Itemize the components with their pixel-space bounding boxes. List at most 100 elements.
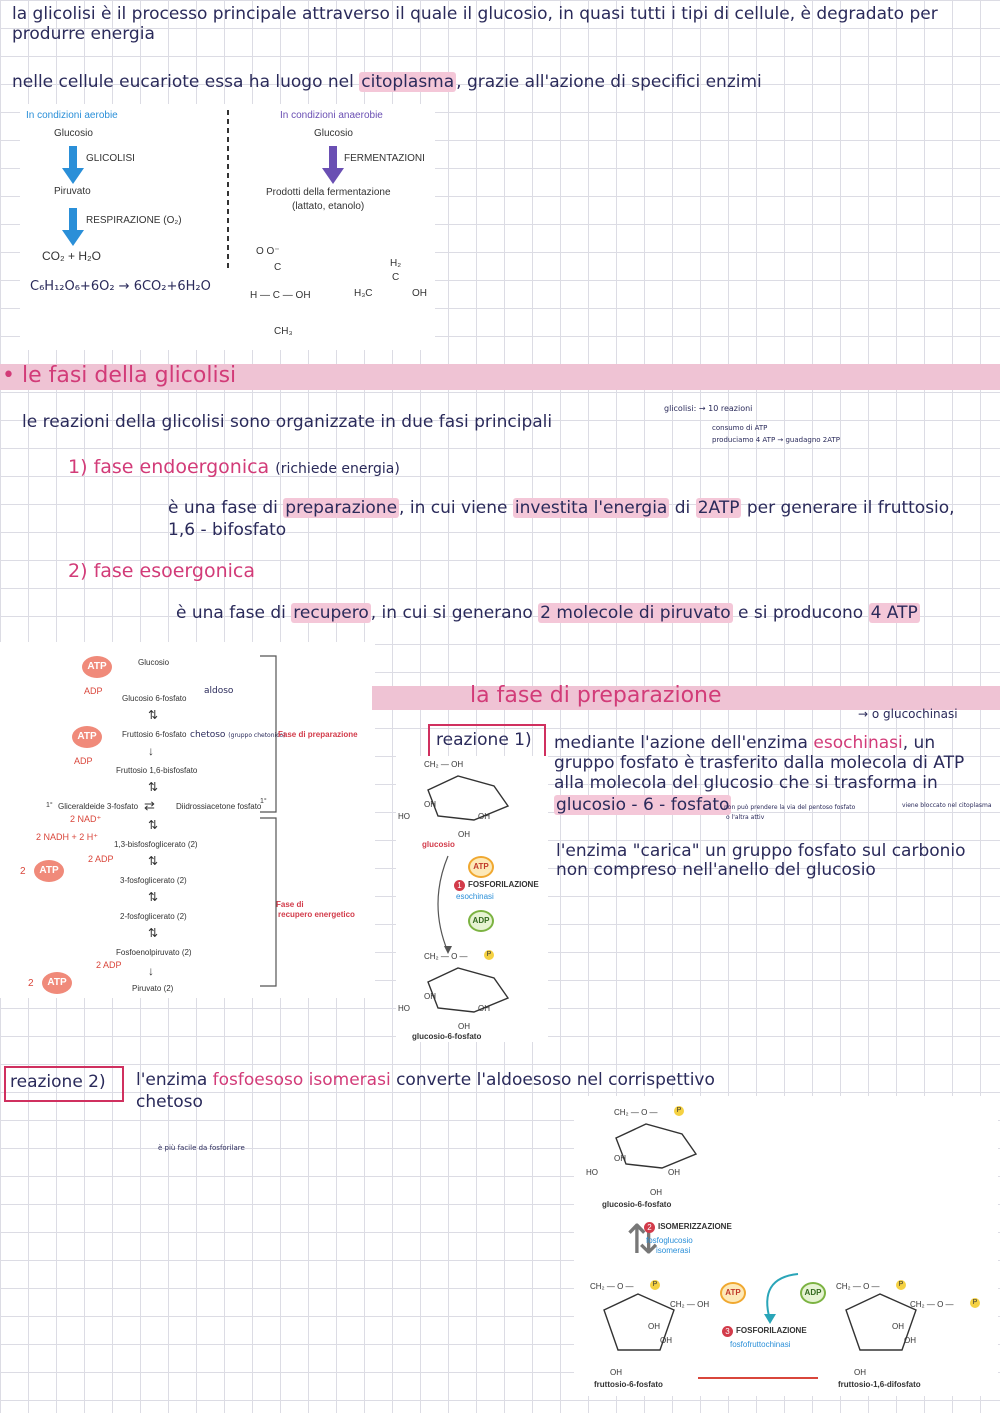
f4-ch2oh: CH₂ — OH [670, 1300, 710, 1309]
atp-burst-1: ATP [82, 656, 112, 678]
oh-3: OH [458, 830, 470, 839]
nad-label: 2 NAD⁺ [70, 814, 102, 824]
f4-atp-badge: ATP [720, 1282, 746, 1304]
reazione2-box [4, 1066, 124, 1102]
prodotti-sub: (lattato, etanolo) [292, 201, 365, 212]
eq-arrow-4: ⇄ [144, 798, 155, 813]
r1-note-3: viene bloccato nel citoplasma [902, 802, 992, 809]
step-1-badge: 1 [454, 880, 465, 891]
dhap-label: Diidrossiacetone fosfato [176, 802, 262, 811]
f4-enzyme2a: fosfoglucosio [646, 1236, 693, 1245]
f4-oh-4: OH [648, 1322, 660, 1331]
r2-line1: l'enzima fosfoesoso isomerasi converte l… [136, 1070, 715, 1090]
f4-ch2o-3: CH₂ — O — [836, 1282, 880, 1291]
f6p-label: Fruttosio 6-fosfato [122, 730, 187, 739]
phase1-desc: è una fase di preparazione, in cui viene… [168, 498, 955, 518]
recupero-highlight: recupero [291, 603, 371, 623]
phase1-number: 1) [68, 456, 88, 478]
phase1-desc-b: , in cui viene [399, 498, 513, 518]
glucose-ring [427, 775, 510, 821]
oh-6: OH [458, 1022, 470, 1031]
r1-line2: gruppo fosfato è trasferito dalla moleco… [554, 753, 965, 773]
g6p-name: glucosio-6-fosfato [412, 1032, 482, 1041]
ch2oh-label: CH₂ — OH [424, 760, 464, 769]
intro-line-1: la glicolisi è il processo principale at… [12, 4, 938, 24]
phase2-desc-a: è una fase di [176, 603, 292, 623]
r1-note-2: o l'altra attiv [726, 814, 765, 821]
eq-arrow-8: ⇅ [148, 926, 159, 940]
f16bp-label: Fruttosio 1,6-bisfosfato [116, 766, 198, 775]
step-3-badge: 3 [722, 1326, 733, 1337]
figure-reaction-1: CH₂ — OH OH HO OH OH glucosio ATP 1 FOSF… [396, 756, 548, 1042]
phase1-heading: 1) fase endoergonica (richiede energia) [68, 456, 400, 478]
fasi-intro-line: le reazioni della glicolisi sono organiz… [22, 412, 553, 432]
two-left-1: 2 [20, 866, 26, 877]
f4-ch2o-2: CH₂ — O — [590, 1282, 634, 1291]
phase2-desc: è una fase di recupero, in cui si genera… [176, 603, 920, 623]
r2-note: è più facile da fosforilare [158, 1144, 245, 1152]
r2-line1-b: converte l'aldoesoso nel corrispettivo [390, 1070, 715, 1090]
phase2-number: 2) [68, 560, 88, 582]
pep-label: Fosfoenolpiruvato (2) [116, 948, 192, 957]
chetoso-word: chetoso [190, 730, 226, 740]
ch2o-label: CH₂ — O — [424, 952, 468, 961]
atp-badge: ATP [468, 856, 494, 878]
r1-note-1: non può prendere la via del pentoso fosf… [724, 804, 856, 811]
atp-burst-4: ATP [42, 972, 72, 994]
reazione1-label: reazione 1) [436, 730, 532, 750]
eq-arrow-3: ⇅ [148, 780, 159, 794]
ho-2: HO [398, 1004, 410, 1013]
f4-oh-5: OH [660, 1336, 672, 1345]
f4-p-4: P [970, 1298, 980, 1308]
adp-label-2: ADP [74, 756, 93, 766]
preparazione-highlight: preparazione [283, 498, 400, 518]
f4-ho-1: HO [586, 1168, 598, 1177]
phosphate-badge: P [484, 950, 494, 960]
f4-oh-3: OH [650, 1188, 662, 1197]
curved-arrow-icon [764, 1273, 799, 1324]
piruvato-highlight: 2 molecole di piruvato [538, 603, 733, 623]
f4-oh-7: OH [892, 1322, 904, 1331]
piruvato-final: Piruvato (2) [132, 984, 174, 993]
reazione2-label: reazione 2) [10, 1072, 106, 1092]
phase1-desc-c: di [669, 498, 696, 518]
g6p-highlight: glucosio - 6 - fosfato [554, 795, 732, 815]
nadh-label: 2 NADH + 2 H⁺ [36, 832, 99, 842]
f4-oh-8: OH [904, 1336, 916, 1345]
dashed-divider [227, 110, 229, 270]
r2-line2: chetoso [136, 1092, 203, 1112]
atp-highlight: 2ATP [695, 498, 742, 518]
section-banner-fasi [0, 364, 1000, 390]
glucosio-name: glucosio [422, 840, 455, 849]
f4-fosforilazione-label: FOSFORILAZIONE [736, 1326, 807, 1335]
f4-ch2o-4: CH₂ — O — [910, 1300, 954, 1309]
etanolo-c: C [392, 272, 400, 283]
g3p-num: 1° [46, 802, 53, 809]
atp4-highlight: 4 ATP [868, 603, 920, 623]
f4-oh-9: OH [854, 1368, 866, 1377]
lattato-top: O O⁻ [256, 246, 280, 257]
pg3-label: 3-fosfoglicerato (2) [120, 876, 187, 885]
down-arrow-icon [62, 208, 84, 246]
esochinasi-enzyme: esochinasi [813, 733, 903, 753]
intro-line-3-end: , grazie all'azione di specifici enzimi [456, 72, 762, 92]
recupero-phase-label-1: Fase di [276, 900, 304, 909]
section-title-fasi: • le fasi della glicolisi [2, 363, 237, 388]
eq-arrow-6: ⇅ [148, 854, 159, 868]
g3p-label: Gliceraldeide 3-fosfato [58, 802, 139, 811]
fosfoesoso-enzyme: fosfoesoso isomerasi [212, 1070, 391, 1090]
f4-p-3: P [896, 1280, 906, 1290]
phase2-desc-b: , in cui si generano [370, 603, 539, 623]
r1-line1: mediante l'azione dell'enzima esochinasi… [554, 733, 935, 753]
section-banner-preparazione [372, 686, 1000, 710]
r1-line4: l'enzima "carica" un gruppo fosfato sul … [556, 841, 966, 861]
f4-f16dp-name: fruttosio-1,6-difosfato [838, 1380, 921, 1389]
r1-line1-a: mediante l'azione dell'enzima [554, 733, 814, 753]
f4-p-2: P [650, 1280, 660, 1290]
side-note-3: produciamo 4 ATP → guadagno 2ATP [712, 436, 840, 444]
adp-badge: ADP [468, 910, 494, 932]
phase2-heading: 2) fase esoergonica [68, 560, 255, 582]
isomerizzazione-label: ISOMERIZZAZIONE [658, 1222, 732, 1231]
prodotti-fermentazione: Prodotti della fermentazione [266, 187, 391, 198]
glucosio-label: Glucosio [138, 658, 170, 667]
